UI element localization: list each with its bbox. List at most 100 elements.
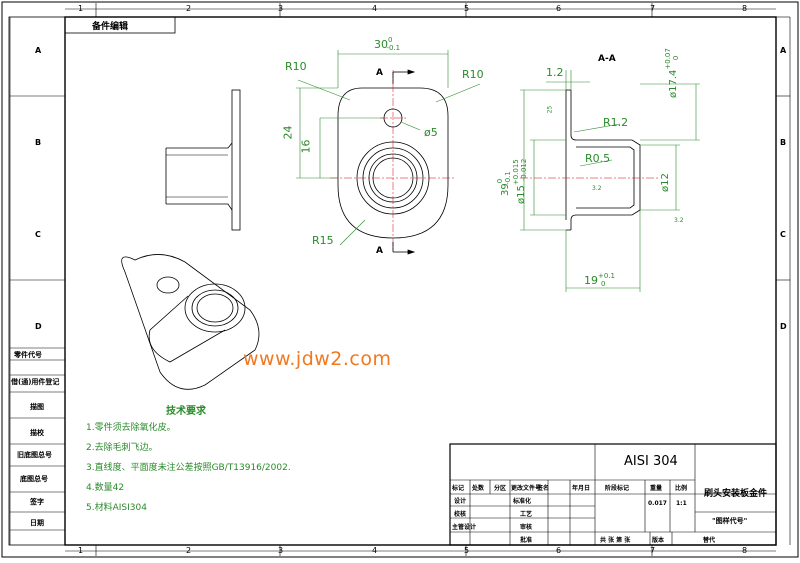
dim-15-lower: -0.012 — [520, 158, 528, 182]
section-title: A-A — [598, 54, 616, 64]
dim-39-lower: -0.1 — [504, 171, 512, 185]
replace-label: 替代 — [703, 537, 716, 544]
notes-title: 技术要求 — [166, 406, 206, 417]
strip-sign: 签字 — [30, 498, 44, 506]
strip-date: 日期 — [30, 519, 44, 527]
dim-width: 300-0.1 — [374, 36, 406, 52]
col-label-8-bottom: 8 — [742, 546, 748, 555]
dim-length-lower: 0 — [601, 280, 606, 288]
dim-r-left: R10 — [285, 60, 307, 73]
section-view — [565, 89, 641, 231]
col-label-1: 1 — [78, 4, 84, 13]
std-label: 标准化 — [513, 498, 532, 505]
note-5: 5.材料AISI304 — [86, 503, 147, 513]
review-label: 审核 — [520, 524, 533, 531]
dim-length-value: 19 — [584, 274, 598, 287]
row-label-b: B — [35, 138, 42, 147]
note-4: 4.数量42 — [86, 483, 125, 493]
roughness-3: 25 — [546, 105, 554, 114]
dim-r-fillet: R1.2 — [603, 116, 629, 129]
left-margin-frame — [8, 16, 66, 546]
isometric-view — [121, 254, 260, 390]
dim-width-lower: -0.1 — [386, 44, 401, 52]
dim-r-inner: R0.5 — [585, 152, 611, 165]
dim-24: 24 — [281, 125, 295, 140]
strip-part-code: 零件代号 — [14, 351, 42, 359]
dim-15-value: ø15 — [516, 185, 527, 204]
roughness-2: 3.2 — [674, 217, 684, 224]
col-label-8: 8 — [742, 4, 748, 13]
note-1: 1.零件须去除氧化皮。 — [86, 423, 176, 433]
row-label-d: D — [35, 322, 42, 331]
row-check: 校核 — [454, 511, 467, 518]
col-head-date: 年月日 — [572, 485, 591, 492]
row-label-c-right: C — [780, 230, 786, 239]
col-head-sign: 签名 — [537, 485, 550, 492]
col-label-1-bottom: 1 — [78, 546, 84, 555]
strip-base-no: 底图总号 — [20, 475, 48, 483]
col-label-7: 7 — [650, 4, 656, 13]
dim-length: 19+0.10 — [584, 272, 619, 288]
dim-outer-dia-value: ø17.4 — [668, 69, 679, 98]
note-2: 2.去除毛刺飞边。 — [86, 443, 158, 453]
dim-hole: ø5 — [424, 126, 438, 139]
dim-12: ø12 — [660, 173, 671, 192]
dim-15: ø15+0.015-0.012 — [512, 137, 528, 204]
watermark: www.jdw2.com — [243, 348, 392, 370]
roughness-1: 3.2 — [592, 185, 602, 192]
dim-length-upper: +0.1 — [598, 272, 615, 280]
dim-r-bottom: R15 — [312, 234, 334, 247]
version-label: 版本 — [652, 537, 665, 544]
col-label-3-bottom: 3 — [278, 546, 284, 555]
scale-head: 比例 — [675, 485, 688, 492]
col-label-3: 3 — [278, 4, 284, 13]
part-name: 刷头安装板金件 — [704, 489, 768, 499]
dim-39-value: 39 — [500, 183, 511, 196]
col-label-2-bottom: 2 — [186, 546, 192, 555]
col-label-4-bottom: 4 — [372, 546, 378, 555]
row-label-b-right: B — [780, 138, 787, 147]
corner-tag-box — [64, 16, 176, 34]
strip-check: 描校 — [30, 429, 44, 437]
row-label-c: C — [35, 230, 41, 239]
row-label-a-right: A — [780, 46, 787, 55]
col-label-5: 5 — [464, 4, 470, 13]
col-label-4: 4 — [372, 4, 378, 13]
strip-old-base: 旧底图总号 — [17, 451, 52, 459]
col-label-2: 2 — [186, 4, 192, 13]
dim-39-upper: 0 — [496, 178, 504, 184]
corner-tag: 备件编辑 — [92, 22, 129, 32]
col-head-change-doc: 更改文件号 — [511, 485, 542, 492]
title-block-grid — [449, 443, 777, 546]
dim-39: 390-0.1 — [496, 165, 512, 196]
weight-head: 重量 — [650, 485, 663, 492]
strip-tracing: 描图 — [30, 403, 44, 411]
dim-r-right: R10 — [462, 68, 484, 81]
section-mark-top: A — [376, 68, 383, 78]
top-zone-strip — [9, 3, 791, 556]
col-head-count: 处数 — [472, 485, 485, 492]
section-arrows — [392, 69, 416, 255]
col-head-zone: 分区 — [494, 485, 507, 492]
row-label-a: A — [35, 46, 42, 55]
stage-head: 阶段标记 — [605, 485, 630, 492]
dim-outer-dia-lower: 0 — [672, 55, 680, 61]
material: AISI 304 — [624, 454, 678, 469]
craft-label: 工艺 — [520, 511, 533, 518]
plan-dimensions — [296, 50, 481, 246]
col-label-7-bottom: 7 — [650, 546, 656, 555]
scale-value: 1:1 — [676, 500, 687, 507]
row-label-d-right: D — [780, 322, 787, 331]
side-view — [165, 89, 241, 231]
sheet-count: 共 张 第 张 — [600, 537, 631, 544]
section-mark-bottom: A — [376, 246, 383, 256]
strip-borrow-reg: 借(通)用件登记 — [11, 378, 60, 386]
dim-15-upper: +0.015 — [512, 159, 520, 186]
dim-16: 16 — [299, 139, 313, 154]
left-strip-lines — [10, 347, 65, 531]
dim-width-upper: 0 — [388, 36, 393, 44]
col-label-6: 6 — [556, 4, 562, 13]
approve-label: 批准 — [520, 537, 533, 544]
